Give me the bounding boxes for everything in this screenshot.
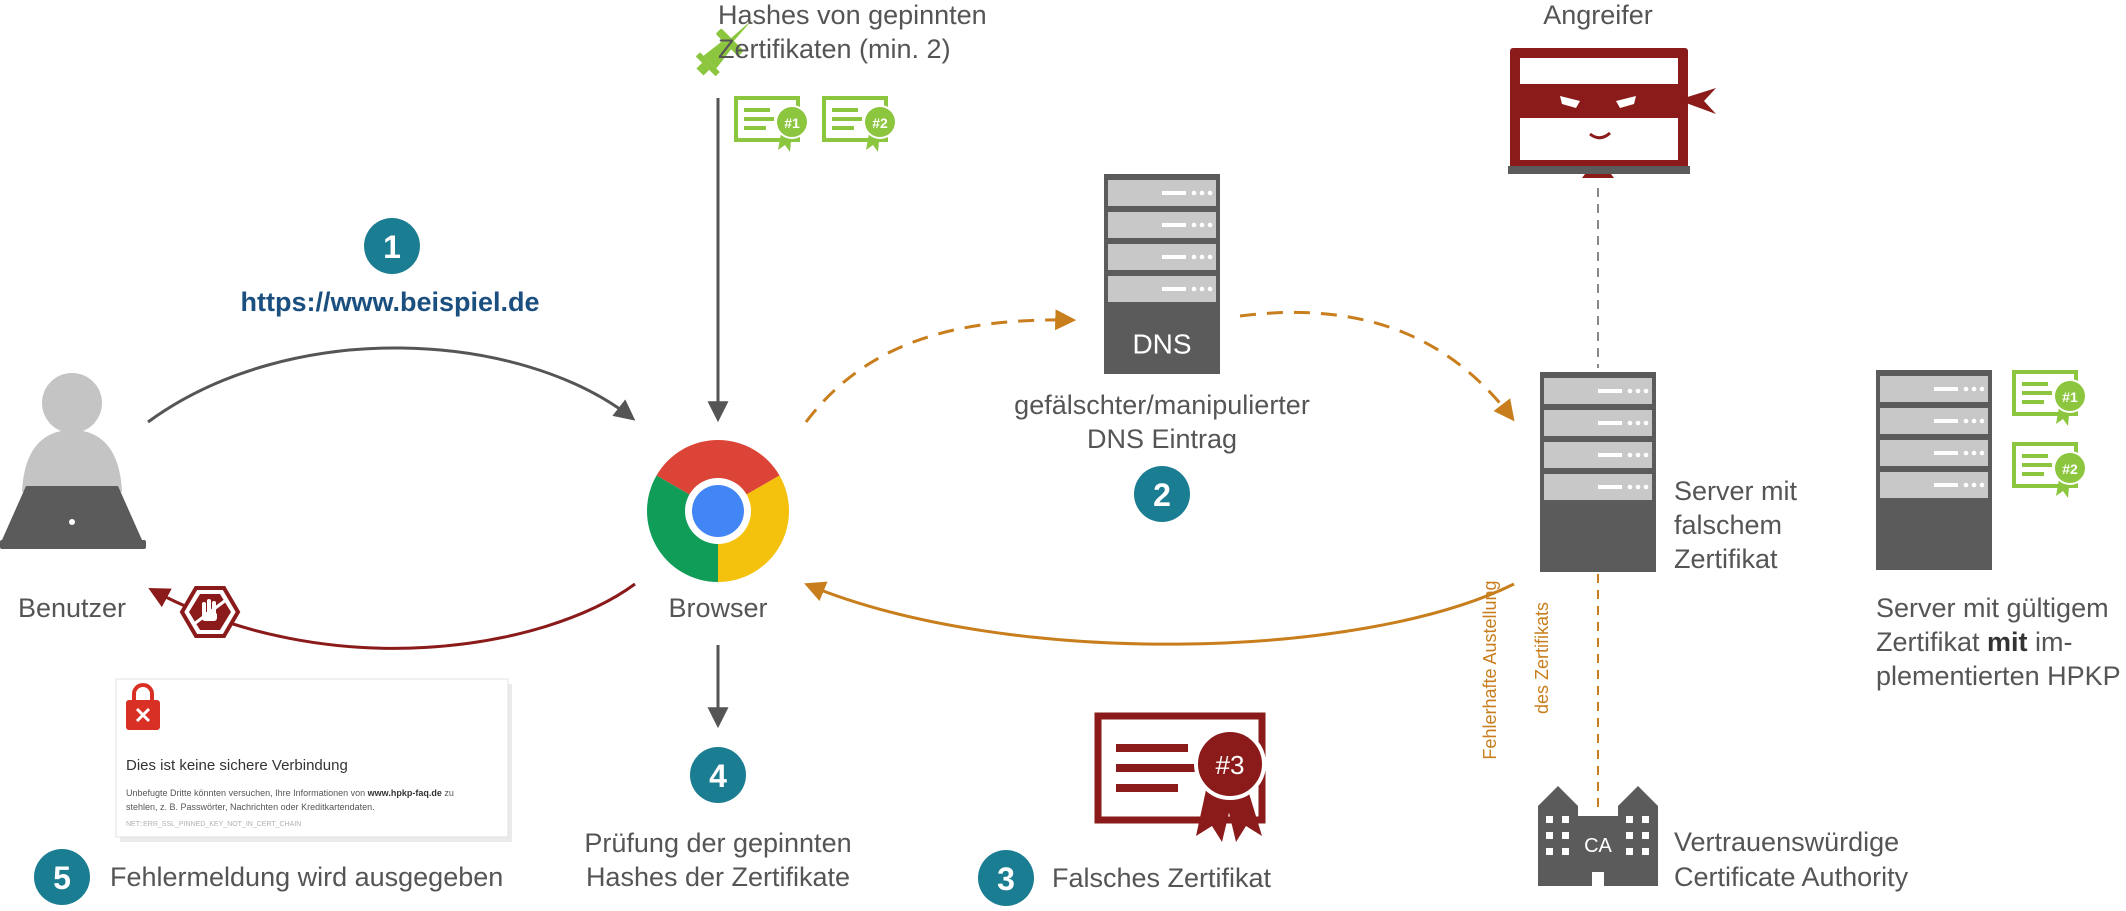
pin-label-line2: Zertifikaten (min. 2) xyxy=(718,34,951,64)
step-2-badge: 2 xyxy=(1134,466,1190,522)
error-dialog-body-line1-a: Unbefugte Dritte könnten versuchen, Ihre… xyxy=(126,788,368,798)
fake-server-label-line3: Zertifikat xyxy=(1674,544,1778,574)
valid-cert-1: #1 xyxy=(2012,370,2088,428)
browser-label: Browser xyxy=(668,593,767,623)
valid-cert-1-tag: #1 xyxy=(2062,389,2078,405)
pinned-cert-1: #1 xyxy=(734,96,810,154)
dns-query-arrow xyxy=(804,309,1077,423)
step-2-number: 2 xyxy=(1153,477,1171,513)
attacker-monitor-icon xyxy=(1508,48,1716,178)
pin-icon xyxy=(695,19,753,77)
dns-server: DNS xyxy=(1104,174,1220,374)
server-icon xyxy=(1876,370,1992,570)
step-3-badge: 3 xyxy=(978,850,1034,906)
error-dialog: Dies ist keine sichere Verbindung Unbefu… xyxy=(115,678,512,842)
lock-error-icon xyxy=(126,683,160,730)
valid-server-label-mit: mit xyxy=(1987,627,2028,657)
step-4-label-line2: Hashes der Zertifikate xyxy=(586,862,850,892)
dns-label-line2: DNS Eintrag xyxy=(1087,424,1237,454)
valid-cert-2-tag: #2 xyxy=(2062,461,2078,477)
ca-label-line1: Vertrauenswürdige xyxy=(1674,827,1899,857)
step-5-label: Fehlermeldung wird ausgegeben xyxy=(110,862,503,892)
step-4-badge: 4 xyxy=(690,747,746,803)
step-4-number: 4 xyxy=(709,758,727,794)
step-3-label: Falsches Zertifikat xyxy=(1052,863,1272,893)
error-dialog-body-line2: stehlen, z. B. Passwörter, Nachrichten o… xyxy=(126,802,375,812)
error-dialog-domain: www.hpkp-faq.de xyxy=(367,788,442,798)
pinned-cert-2: #2 xyxy=(822,96,898,154)
error-dialog-code: NET::ERR_SSL_PINNED_KEY_NOT_IN_CERT_CHAI… xyxy=(126,821,301,828)
attacker-label: Angreifer xyxy=(1543,0,1653,30)
ca-vertical-line1: Fehlerhafte Austellung xyxy=(1480,580,1500,759)
stop-hand-icon xyxy=(179,586,241,638)
valid-server xyxy=(1876,370,1992,570)
valid-server-label-line2: Zertifikat mit im- xyxy=(1876,627,2073,657)
valid-server-label-line2-a: Zertifikat xyxy=(1876,627,1987,657)
dns-redirect-arrow xyxy=(1239,311,1515,422)
fake-cert-seal: #3 xyxy=(1216,750,1245,780)
ca-vertical-line2: des Zertifikats xyxy=(1532,602,1552,714)
step-1-badge: 1 xyxy=(364,218,420,274)
pin-label-line1: Hashes von gepinnten xyxy=(718,0,987,30)
step-5-badge: 5 xyxy=(34,849,90,905)
building-icon: CA xyxy=(1538,786,1658,886)
step-4-label-line1: Prüfung der gepinnten xyxy=(584,828,851,858)
valid-cert-2: #2 xyxy=(2012,442,2088,500)
certificate-icon xyxy=(1094,712,1266,842)
fake-server xyxy=(1540,372,1656,572)
user-label: Benutzer xyxy=(18,593,126,623)
fake-server-label-line1: Server mit xyxy=(1674,476,1798,506)
ca-building-label: CA xyxy=(1584,835,1612,857)
error-dialog-title: Dies ist keine sichere Verbindung xyxy=(126,757,348,774)
step-1-number: 1 xyxy=(383,229,401,265)
error-dialog-body-line1: Unbefugte Dritte könnten versuchen, Ihre… xyxy=(126,788,454,798)
step-5-number: 5 xyxy=(53,860,71,896)
fake-certificate: #3 xyxy=(1094,712,1266,842)
valid-server-label-line3: plementierten HPKP xyxy=(1876,661,2121,691)
chrome-icon xyxy=(646,439,790,582)
dns-label-line1: gefälschter/manipulierter xyxy=(1014,390,1310,420)
server-icon xyxy=(1540,372,1656,572)
request-arrow xyxy=(147,346,636,424)
pinned-cert-1-tag: #1 xyxy=(784,115,800,131)
valid-server-label-line2-b: im- xyxy=(2028,627,2073,657)
pinned-cert-2-tag: #2 xyxy=(872,115,888,131)
valid-server-label-line1: Server mit gültigem xyxy=(1876,593,2109,623)
step-3-number: 3 xyxy=(997,861,1015,897)
fake-cert-response-arrow xyxy=(804,581,1515,646)
dns-badge: DNS xyxy=(1132,329,1191,360)
url-link[interactable]: https://www.beispiel.de xyxy=(240,287,539,317)
ca-label-line2: Certificate Authority xyxy=(1674,862,1909,892)
user-laptop-icon xyxy=(0,373,146,549)
fake-server-label-line2: falschem xyxy=(1674,510,1782,540)
error-dialog-body-line1-b: zu xyxy=(442,788,454,798)
